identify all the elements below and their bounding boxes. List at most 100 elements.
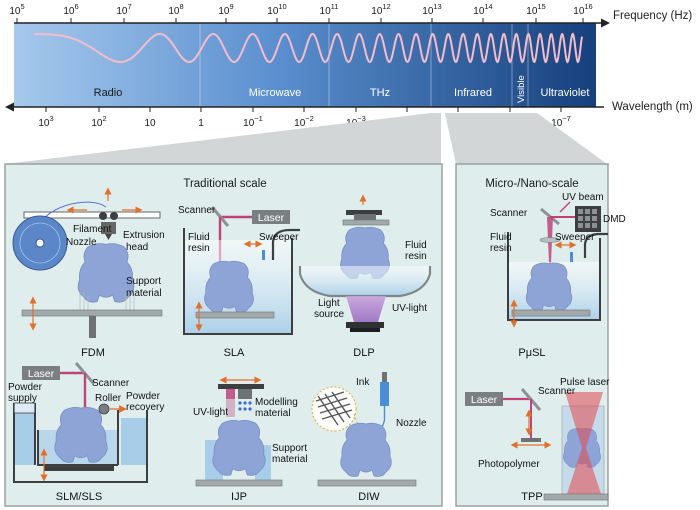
wavelength-tick-label: 10−2: [294, 114, 314, 129]
band-thz: THz: [370, 87, 390, 99]
fdm-label-head: head: [126, 242, 148, 253]
fdm-spool-ring: [19, 222, 61, 264]
fdm-nozzle-tip: [105, 234, 112, 240]
sla-laser-box: [252, 210, 290, 224]
psl-label-dmd: DMD: [603, 214, 626, 225]
sla-diagram: Laser Scanner Fluid resin Sweeper SLA: [178, 205, 300, 359]
sla-scanner-mirror: [210, 206, 230, 227]
traditional-header: Traditional scale: [183, 178, 266, 190]
fdm-platform: [21, 309, 163, 317]
psl-lens: [539, 237, 561, 243]
slm-supply-powder: [14, 403, 35, 465]
diw-label-nozzle: Nozzle: [396, 418, 427, 429]
sla-laser-label: Laser: [258, 212, 285, 224]
frequency-tick-label: 1012: [371, 2, 390, 17]
dlp-uv-beam: [346, 296, 386, 322]
slm-roller: [98, 403, 110, 415]
frequency-title: Frequency (Hz): [613, 10, 692, 22]
fdm-support: [79, 292, 135, 310]
slm-label-recovery2: recovery: [126, 402, 164, 413]
psl-title: PμSL: [518, 347, 545, 359]
fdm-roller: [110, 212, 118, 220]
tpp-diagram: Laser Scanner Pulse laser Photopolymer T…: [465, 377, 610, 503]
sla-label-scanner: Scanner: [178, 205, 216, 216]
dlp-label-source: source: [314, 309, 344, 320]
frequency-tick-label: 1010: [267, 2, 286, 17]
slm-part: [54, 407, 108, 463]
zoom-trapezoid-traditional: [5, 113, 441, 164]
fdm-label-extrusion: Extrusion: [123, 230, 165, 241]
psl-sweeper-blade: [570, 252, 573, 262]
tpp-platform: [543, 493, 609, 501]
wavelength-tick-label: 1: [198, 118, 204, 129]
ijp-rail: [218, 384, 264, 389]
dlp-rod: [346, 210, 382, 215]
micro-header: Micro-/Nano-scale: [485, 178, 578, 190]
psl-dmd-pixels: [578, 209, 597, 228]
frequency-tick-label: 106: [63, 2, 78, 17]
fdm-label-support-material: material: [126, 288, 162, 299]
zoom-trapezoid-micro: [445, 113, 607, 164]
psl-vat: [507, 232, 601, 321]
slm-recovery-powder: [121, 418, 147, 465]
ijp-droplets: [238, 401, 252, 411]
dlp-label-light: Light: [318, 298, 340, 309]
ijp-label-modelling: Modelling: [255, 397, 298, 408]
ijp-platform: [195, 479, 283, 487]
fdm-label-nozzle: Nozzle: [66, 237, 97, 248]
fdm-title: FDM: [81, 347, 105, 359]
slm-chambers: [13, 403, 148, 483]
frequency-tick-label: 1014: [473, 2, 492, 17]
psl-diagram: UV beam Scanner DMD Fluid resin Sweeper …: [490, 192, 626, 359]
tpp-pulse-upper: [565, 392, 603, 448]
spectrum-bar: [14, 23, 596, 107]
slm-laser-label: Laser: [28, 368, 55, 380]
ijp-uv-lamp: [226, 389, 235, 399]
diw-syringe: [380, 382, 389, 406]
ijp-head: [238, 389, 252, 399]
dlp-label-fluid: Fluid: [405, 240, 427, 251]
psl-sweeper-arm: [583, 232, 608, 258]
band-visible: Visible: [516, 75, 527, 103]
fdm-head: [101, 222, 116, 234]
psl-label-sweeper: Sweeper: [555, 232, 595, 243]
dlp-title: DLP: [353, 347, 374, 359]
fdm-label-filament: Filament: [73, 224, 112, 235]
fdm-gantry: [23, 211, 161, 219]
wavelength-tick-label: 10: [144, 118, 156, 129]
diw-part: [340, 422, 392, 477]
diw-diagram: Ink Nozzle DIW: [311, 372, 427, 503]
diw-plunger: [382, 372, 387, 382]
tpp-label-photopolymer: Photopolymer: [478, 459, 540, 470]
ijp-label-material: material: [255, 408, 291, 419]
tpp-laser-box: [465, 392, 503, 406]
wavelength-title: Wavelength (m): [612, 101, 693, 113]
tpp-title: TPP: [521, 491, 542, 503]
frequency-axis-arrow: [601, 18, 610, 28]
wavelength-tick-label: 10−7: [551, 114, 571, 129]
psl-uv-beam-in: [559, 201, 571, 213]
ijp-title: IJP: [231, 491, 247, 503]
ijp-label-uv: UV-light: [193, 407, 228, 418]
sla-label-sweeper: Sweeper: [259, 232, 299, 243]
psl-label-fluid: Fluid: [490, 232, 512, 243]
sla-vat: [183, 228, 293, 335]
sla-sweeper-blade: [262, 250, 265, 260]
tpp-pulse-lower: [565, 448, 603, 500]
fdm-stand: [89, 316, 96, 338]
ijp-label-support: Support: [272, 443, 307, 454]
diw-label-ink: Ink: [356, 377, 370, 388]
sla-sweeper-arm: [271, 228, 300, 260]
tpp-label-scanner: Scanner: [538, 386, 576, 397]
fdm-spool-hub: [35, 238, 45, 248]
ijp-label-support-material: material: [272, 454, 308, 465]
diw-title: DIW: [358, 491, 380, 503]
slm-diagram: Laser Scanner Powder supply Roller Powde…: [8, 362, 164, 503]
dlp-label-resin: resin: [405, 251, 427, 262]
slm-label-roller: Roller: [95, 393, 122, 404]
frequency-tick-label: 1015: [526, 2, 545, 17]
wavelength-tick-label: 10−1: [243, 114, 263, 129]
wavelength-axis-arrow: [5, 102, 14, 112]
fdm-diagram: Filament Nozzle Extrusion head Support m…: [12, 187, 165, 359]
